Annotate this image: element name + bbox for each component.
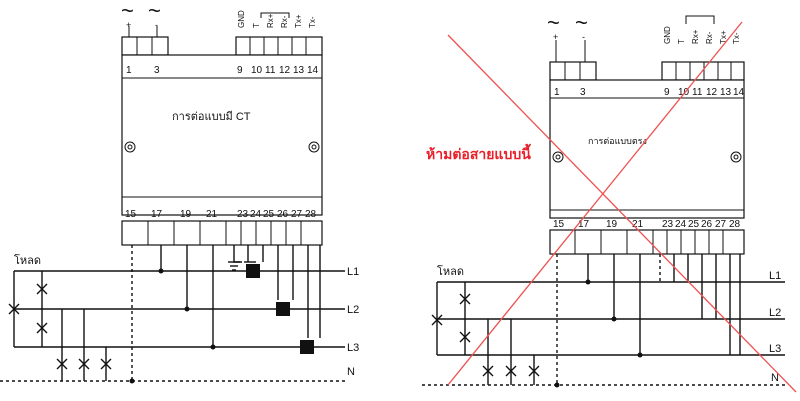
left-label-tx-plus: Tx+ (294, 14, 303, 28)
left-meter-body (121, 54, 323, 216)
left-label-l3: L3 (347, 342, 359, 354)
left-supply-minus: - (155, 20, 158, 30)
right-terminal-21: 21 (632, 219, 644, 230)
left-label-tx-minus: Tx- (308, 16, 317, 28)
left-bottom-terminal-block (121, 220, 323, 246)
right-terminal-25: 25 (688, 219, 700, 230)
right-label-rx-minus: Rx- (705, 31, 714, 44)
right-terminal-12: 12 (706, 87, 718, 98)
left-terminal-27: 27 (291, 209, 303, 220)
right-label-t: T (677, 39, 686, 44)
right-terminal-3: 3 (580, 87, 586, 98)
right-terminal-9: 9 (664, 87, 670, 98)
left-terminal-21: 21 (206, 209, 218, 220)
left-load-label: โหลด (14, 253, 41, 267)
left-ct-l3 (300, 340, 314, 354)
right-terminal-26: 26 (701, 219, 713, 230)
right-supply-plus: + (553, 32, 558, 42)
left-terminal-19: 19 (180, 209, 192, 220)
right-direct-wiring (659, 254, 741, 355)
right-terminal-19: 19 (606, 219, 618, 230)
left-terminal-1: 1 (126, 65, 132, 76)
left-label-t: T (252, 23, 261, 28)
forbidden-warning-label: ห้ามต่อสายแบบนี้ (426, 143, 531, 162)
right-terminal-17: 17 (578, 219, 590, 230)
left-ct-l2 (276, 302, 290, 316)
left-ac-symbol-1: ~ (121, 0, 134, 23)
right-ac-symbol-2: ~ (575, 10, 588, 35)
right-comm-bracket (685, 15, 715, 24)
right-ac-symbol-1: ~ (547, 10, 560, 35)
right-supply-terminal-block (549, 61, 597, 81)
left-comm-terminal-block (235, 36, 323, 56)
left-terminal-10: 10 (251, 65, 263, 76)
left-terminal-12: 12 (279, 65, 291, 76)
right-terminal-10: 10 (678, 87, 690, 98)
right-meter-body (549, 79, 745, 219)
right-device-label: การต่อแบบตรง (588, 136, 647, 146)
right-terminal-27: 27 (715, 219, 727, 230)
left-terminal-13: 13 (293, 65, 305, 76)
left-label-n: N (347, 366, 355, 378)
right-load-symbols (431, 293, 540, 377)
right-terminal-13: 13 (720, 87, 732, 98)
left-device-label: การต่อแบบมี CT (172, 110, 251, 123)
right-label-l2: L2 (769, 307, 781, 319)
left-label-gnd: GND (237, 10, 246, 28)
left-label-rx-plus: Rx+ (266, 13, 275, 28)
right-label-l3: L3 (769, 343, 781, 355)
right-terminal-15: 15 (553, 219, 565, 230)
left-label-l1: L1 (347, 266, 359, 278)
left-ct-wiring (228, 245, 321, 354)
right-terminal-24: 24 (675, 219, 687, 230)
left-load-symbols (8, 283, 112, 370)
forbidden-cross-line-1 (447, 34, 797, 393)
right-load-label: โหลด (437, 264, 464, 278)
right-label-gnd: GND (663, 26, 672, 44)
right-label-rx-plus: Rx+ (691, 29, 700, 44)
left-terminal-28: 28 (305, 209, 317, 220)
left-terminal-11: 11 (265, 65, 276, 76)
right-wiring-diagram: ~ ~ + - GND T Rx+ Rx- Tx+ Tx- 1 3 9 10 1… (422, 10, 797, 393)
right-bottom-terminal-block (549, 229, 745, 255)
right-label-l1: L1 (769, 270, 781, 282)
right-supply-minus: - (582, 32, 585, 42)
left-terminal-24: 24 (250, 209, 262, 220)
right-terminal-11: 11 (692, 87, 703, 98)
left-label-rx-minus: Rx- (280, 15, 289, 28)
left-label-l2: L2 (347, 304, 359, 316)
left-terminal-3: 3 (154, 65, 160, 76)
right-terminal-28: 28 (729, 219, 741, 230)
left-terminal-15: 15 (125, 209, 137, 220)
left-supply-terminal-block (121, 36, 169, 56)
right-label-tx-minus: Tx- (732, 32, 741, 44)
left-terminal-17: 17 (151, 209, 163, 220)
right-label-n: N (771, 372, 779, 384)
left-ac-symbol-2: ~ (148, 0, 161, 23)
left-terminal-25: 25 (263, 209, 275, 220)
left-comm-bracket (260, 12, 290, 18)
right-terminal-14: 14 (733, 87, 745, 98)
left-terminal-23: 23 (237, 209, 249, 220)
forbidden-cross-line-2 (447, 21, 743, 386)
right-label-tx-plus: Tx+ (719, 30, 728, 44)
right-terminal-23: 23 (662, 219, 674, 230)
left-terminal-14: 14 (307, 65, 319, 76)
left-ct-l1 (246, 264, 260, 278)
left-supply-plus: + (126, 20, 131, 30)
left-terminal-26: 26 (277, 209, 289, 220)
left-terminal-9: 9 (237, 65, 243, 76)
left-wiring-diagram: ~ ~ + - GND T Rx+ Rx- Tx+ Tx- 1 3 (0, 0, 359, 384)
right-terminal-1: 1 (554, 87, 560, 98)
